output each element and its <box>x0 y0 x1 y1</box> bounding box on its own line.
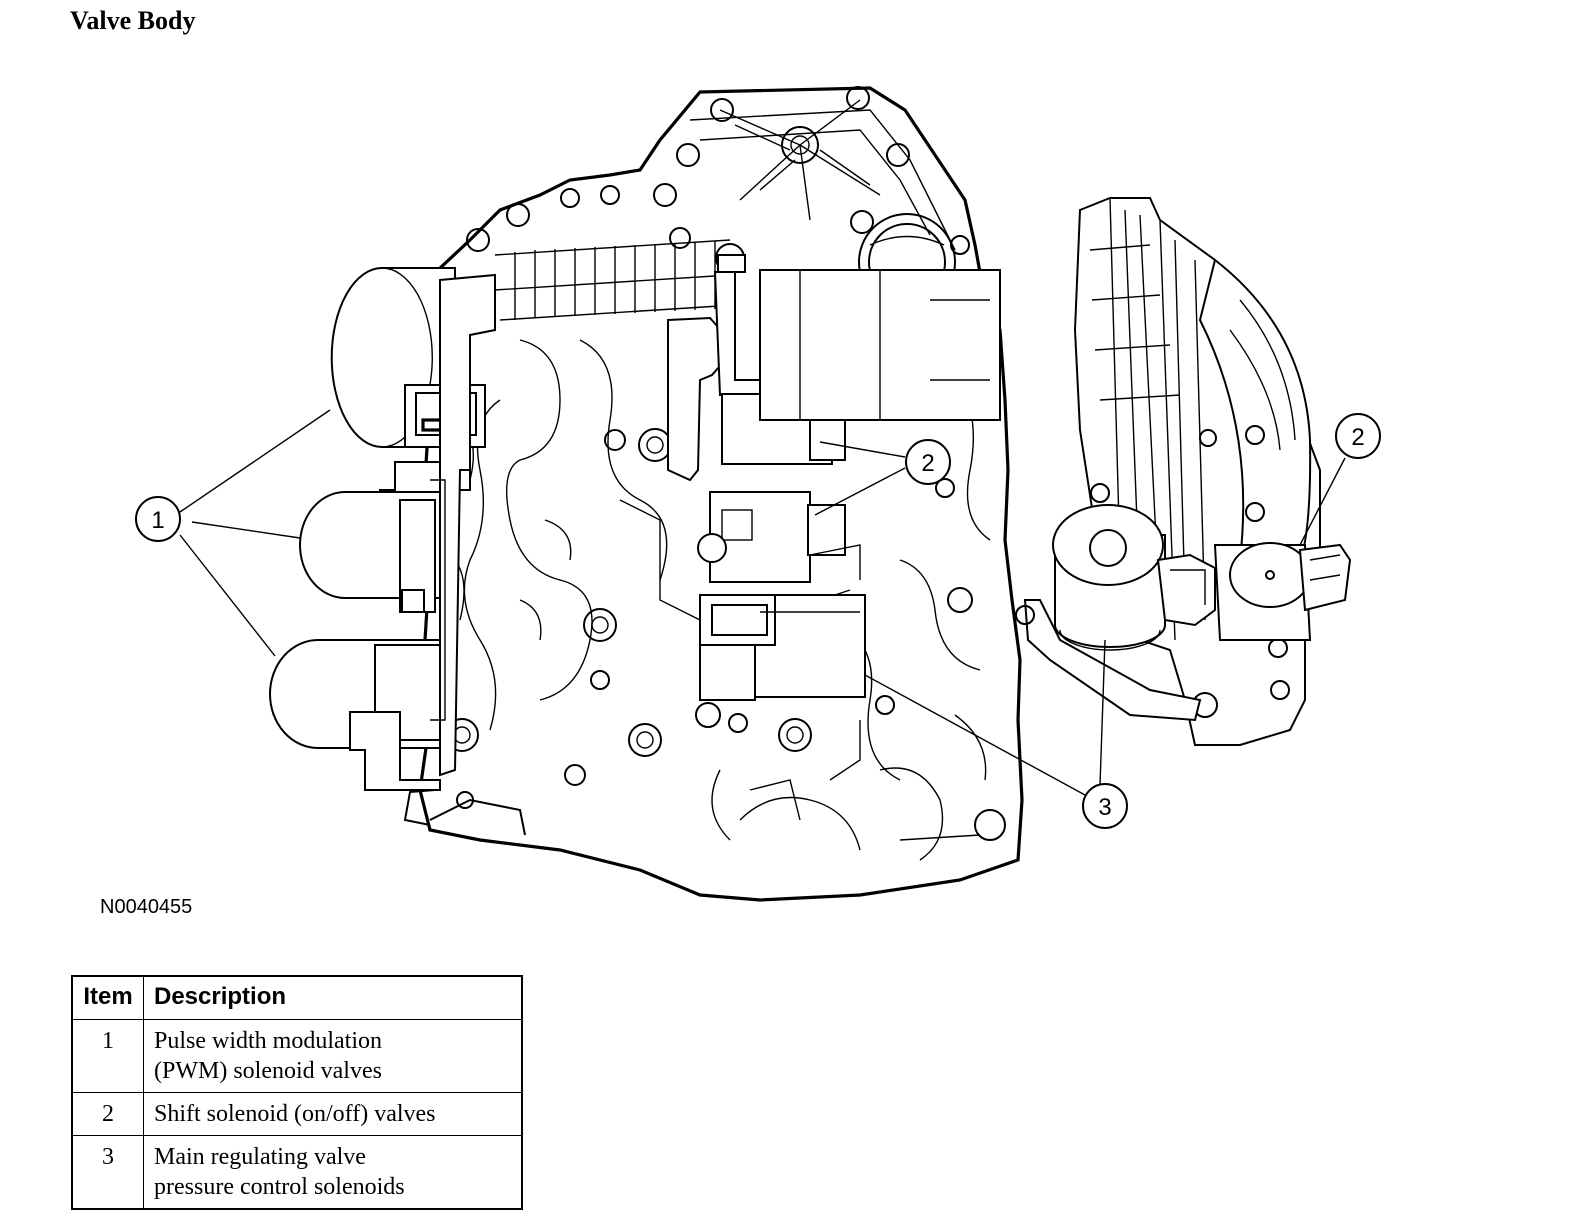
legend-row: 3 Main regulating valve pressure control… <box>71 1135 523 1210</box>
legend-header-row: Item Description <box>71 975 523 1020</box>
callout-2-center-label: 2 <box>921 450 934 477</box>
legend-header-description: Description <box>143 975 523 1020</box>
figure-id: N0040455 <box>100 896 193 918</box>
legend-description: Pulse width modulation (PWM) solenoid va… <box>143 1019 523 1093</box>
callout-3-label: 3 <box>1098 794 1111 821</box>
pressure-control-solenoid-center <box>695 594 866 728</box>
detached-solenoid-assembly <box>1015 197 1352 746</box>
legend-item-number: 3 <box>71 1135 144 1210</box>
page-title: Valve Body <box>70 6 196 35</box>
legend-item-number: 2 <box>71 1092 144 1136</box>
legend-description-line: (PWM) solenoid valves <box>154 1058 382 1084</box>
callout-1: 1 <box>135 496 181 542</box>
callout-2-right-label: 2 <box>1351 424 1364 451</box>
legend-table: Item Description 1 Pulse width modulatio… <box>71 975 523 1210</box>
callout-2-center: 2 <box>905 439 951 485</box>
legend-row: 2 Shift solenoid (on/off) valves <box>71 1092 523 1136</box>
legend-description-line: Shift solenoid (on/off) valves <box>154 1101 436 1127</box>
legend-item-number: 1 <box>71 1019 144 1093</box>
callout-1-label: 1 <box>151 507 164 534</box>
legend-header-item: Item <box>71 975 144 1020</box>
callout-3: 3 <box>1082 783 1128 829</box>
legend-description-line: Main regulating valve <box>154 1144 366 1170</box>
legend-description: Main regulating valve pressure control s… <box>143 1135 523 1210</box>
leader-lines <box>179 409 1346 796</box>
callout-2-right: 2 <box>1335 413 1381 459</box>
legend-description-line: Pulse width modulation <box>154 1028 382 1054</box>
legend-row: 1 Pulse width modulation (PWM) solenoid … <box>71 1019 523 1093</box>
pwm-solenoids <box>269 267 496 791</box>
legend-description-line: pressure control solenoids <box>154 1174 405 1200</box>
shift-solenoids-center <box>667 243 1001 583</box>
legend-description: Shift solenoid (on/off) valves <box>143 1092 523 1136</box>
